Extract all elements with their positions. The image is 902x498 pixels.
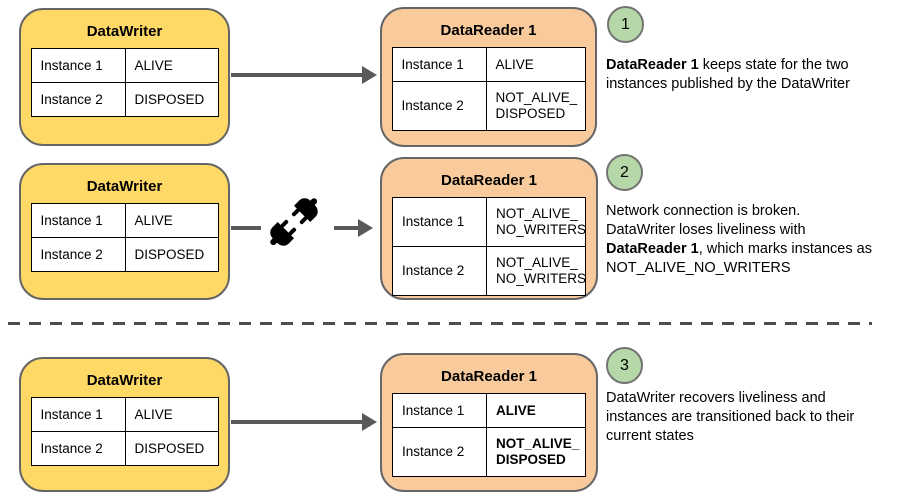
note-text: keeps state for the two instances publis… (606, 57, 850, 92)
instance-label-cell: Instance 1 (392, 197, 487, 247)
instance-state-cell: ALIVE (124, 48, 219, 83)
table-row: Instance 1 NOT_ALIVE_ NO_WRITERS (392, 197, 586, 247)
datareader-title: DataReader 1 (440, 22, 537, 39)
instance-state-cell: ALIVE (124, 397, 219, 432)
datawriter-box-step2: DataWriter Instance 1 ALIVE Instance 2 D… (19, 163, 230, 300)
instance-state-cell: DISPOSED (124, 82, 219, 117)
table-row: Instance 2 NOT_ALIVE_ DISPOSED (391, 81, 586, 131)
arrow-head-icon (362, 66, 377, 84)
datawriter-state-table: Instance 1 ALIVE Instance 2 DISPOSED (30, 48, 219, 117)
table-row: Instance 2 DISPOSED (30, 237, 219, 272)
arrow-head-icon (358, 219, 373, 237)
instance-label-cell: Instance 1 (392, 393, 487, 428)
table-row: Instance 2 NOT_ALIVE_ NO_WRITERS (392, 246, 586, 296)
instance-state-cell: NOT_ALIVE_ DISPOSED (485, 81, 586, 131)
table-row: Instance 2 DISPOSED (30, 82, 219, 117)
instance-state-cell: ALIVE (485, 47, 586, 82)
datareader-state-table: Instance 1 ALIVE Instance 2 NOT_ALIVE_ D… (392, 393, 586, 477)
datawriter-title: DataWriter (86, 23, 163, 40)
datareader-box-step2: DataReader 1 Instance 1 NOT_ALIVE_ NO_WR… (380, 157, 598, 300)
broken-connection-plug-icon (263, 191, 325, 258)
note-bold-text: DataReader 1 (606, 241, 699, 257)
instance-label-cell: Instance 2 (30, 431, 126, 466)
instance-state-cell: DISPOSED (124, 237, 219, 272)
table-row: Instance 2 DISPOSED (30, 431, 219, 466)
instance-state-cell: ALIVE (486, 393, 586, 428)
arrow-line (231, 226, 261, 230)
datawriter-state-table: Instance 1 ALIVE Instance 2 DISPOSED (30, 397, 219, 466)
datawriter-box-step3: DataWriter Instance 1 ALIVE Instance 2 D… (19, 357, 230, 492)
instance-label-cell: Instance 2 (392, 427, 487, 477)
instance-label-cell: Instance 1 (391, 47, 487, 82)
step-3-note: DataWriter recovers liveliness and insta… (606, 389, 902, 446)
instance-label-cell: Instance 2 (30, 237, 126, 272)
instance-label-cell: Instance 1 (30, 397, 126, 432)
datawriter-box-step1: DataWriter Instance 1 ALIVE Instance 2 D… (19, 8, 230, 146)
instance-label-cell: Instance 2 (392, 246, 487, 296)
datareader-state-table: Instance 1 ALIVE Instance 2 NOT_ALIVE_ D… (391, 47, 586, 131)
instance-label-cell: Instance 2 (30, 82, 126, 117)
step-1-badge: 1 (607, 6, 644, 43)
instance-label-cell: Instance 1 (30, 203, 126, 238)
datareader-state-table: Instance 1 NOT_ALIVE_ NO_WRITERS Instanc… (392, 197, 586, 296)
table-row: Instance 2 NOT_ALIVE_ DISPOSED (392, 427, 586, 477)
datareader-title: DataReader 1 (441, 172, 537, 189)
table-row: Instance 1 ALIVE (392, 393, 586, 428)
instance-state-cell: NOT_ALIVE_ NO_WRITERS (486, 246, 586, 296)
step-number: 3 (620, 356, 629, 374)
table-row: Instance 1 ALIVE (391, 47, 586, 82)
instance-label-cell: Instance 1 (30, 48, 126, 83)
step-2-badge: 2 (606, 154, 643, 191)
datawriter-title: DataWriter (86, 178, 163, 195)
datareader-box-step1: DataReader 1 Instance 1 ALIVE Instance 2… (380, 7, 597, 147)
instance-state-cell: ALIVE (124, 203, 219, 238)
note-text: , which marks instances as NOT_ALIVE_NO_… (606, 241, 872, 276)
table-row: Instance 1 ALIVE (30, 48, 219, 83)
step-number: 1 (621, 15, 630, 33)
note-text: DataWriter recovers liveliness and insta… (606, 390, 855, 444)
instance-state-cell: NOT_ALIVE_ NO_WRITERS (486, 197, 586, 247)
section-divider-dashed-line (8, 322, 872, 325)
instance-label-cell: Instance 2 (391, 81, 487, 131)
table-row: Instance 1 ALIVE (30, 397, 219, 432)
step-1-note: DataReader 1 keeps state for the two ins… (606, 56, 902, 94)
arrow-line (231, 420, 364, 424)
note-bold-text: DataReader 1 (606, 57, 699, 73)
step-3-badge: 3 (606, 347, 643, 384)
instance-state-cell: DISPOSED (124, 431, 219, 466)
note-text: Network connection is broken. DataWriter… (606, 203, 806, 238)
step-2-note: Network connection is broken. DataWriter… (606, 202, 902, 278)
datawriter-state-table: Instance 1 ALIVE Instance 2 DISPOSED (30, 203, 219, 272)
instance-state-cell: NOT_ALIVE_ DISPOSED (486, 427, 586, 477)
arrow-head-icon (362, 413, 377, 431)
arrow-line (334, 226, 360, 230)
datareader-title: DataReader 1 (441, 368, 537, 385)
step-number: 2 (620, 163, 629, 181)
datareader-box-step3: DataReader 1 Instance 1 ALIVE Instance 2… (380, 353, 598, 492)
datawriter-title: DataWriter (86, 372, 163, 389)
arrow-line (231, 73, 364, 77)
table-row: Instance 1 ALIVE (30, 203, 219, 238)
